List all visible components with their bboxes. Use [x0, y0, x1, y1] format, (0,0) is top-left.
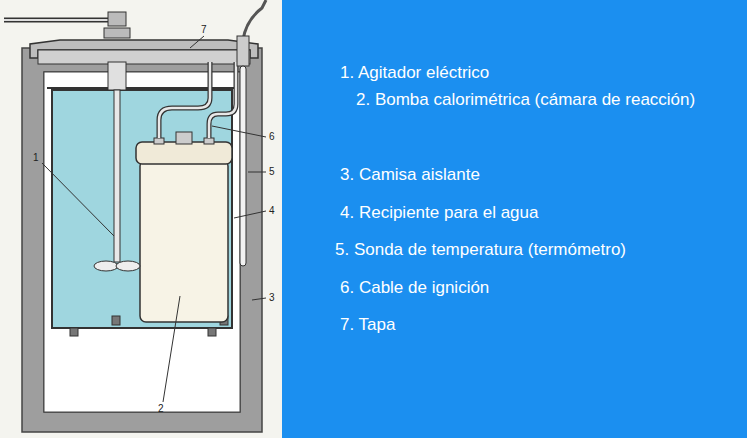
legend-item: 7. Tapa [340, 314, 742, 336]
legend-item: 3. Camisa aislante [340, 164, 742, 186]
legend-item: 2. Bomba calorimétrica (cámara de reacci… [356, 89, 710, 111]
callout-number: 4 [269, 205, 275, 217]
legend-item: 6. Cable de ignición [340, 277, 742, 299]
callout-number: 3 [269, 292, 275, 304]
callout-number: 7 [201, 24, 207, 36]
calorimeter-illustration [0, 0, 282, 438]
legend-item: 1. Agitador eléctrico [340, 62, 742, 84]
callout-number: 6 [269, 131, 275, 143]
callout-number: 2 [158, 403, 164, 415]
callout-number: 1 [33, 152, 39, 164]
callout-number: 5 [269, 166, 275, 178]
legend-item: 4. Recipiente para el agua [340, 202, 742, 224]
legend-item: 5. Sonda de temperatura (termómetro) [335, 239, 742, 261]
